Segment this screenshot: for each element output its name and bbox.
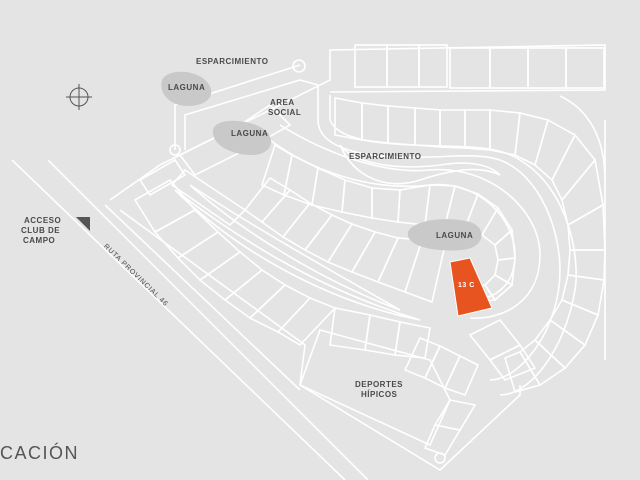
access-road [174,64,301,150]
lots-second-row [334,95,606,393]
central-median [189,184,401,311]
deportes-label-line2: HÍPICOS [361,390,398,399]
deportes-hipicos-area [298,329,451,447]
esparcimiento-label: ESPARCIMIENTO [196,57,269,66]
laguna-label: LAGUNA [231,129,269,138]
acceso-label-line3: CAMPO [23,236,56,245]
laguna-label: LAGUNA [168,83,206,92]
lagoons [161,71,482,251]
highway-edge [47,159,369,480]
section-title: CACIÓN [0,443,80,463]
development-boundary [109,44,606,201]
deportes-label-line1: DEPORTES [355,380,404,389]
lots-bottom [403,318,537,456]
highway-edge [11,159,346,480]
development-boundary [119,209,521,471]
access-road [184,79,319,150]
lagoon-shape [212,120,272,155]
roundabout [434,452,446,464]
acceso-label-line2: CLUB DE [21,226,61,235]
development-boundary [104,204,301,391]
lagoon-shape [407,219,482,251]
lagoon-shape [161,71,212,107]
central-median [174,189,421,321]
lots-top-row [354,44,605,89]
acceso-label-line1: ACCESO [24,216,62,225]
lots-diagonal-lower [133,178,431,359]
loop-road [317,85,561,381]
laguna-label: LAGUNA [436,231,474,240]
lot-13c-highlight[interactable] [449,257,493,317]
inner-loop-road [279,124,541,319]
esparcimiento-island [339,144,501,185]
area-social-label-line1: AREA [270,98,295,107]
area-social-label-line2: SOCIAL [268,108,302,117]
roundabout [292,59,306,73]
crosshair-compass-icon [66,84,92,110]
esparcimiento-label: ESPARCIMIENTO [349,152,422,161]
access-arrow-icon [76,217,90,231]
lot-13c-label: 13 C [458,282,475,289]
roundabout [169,144,181,156]
